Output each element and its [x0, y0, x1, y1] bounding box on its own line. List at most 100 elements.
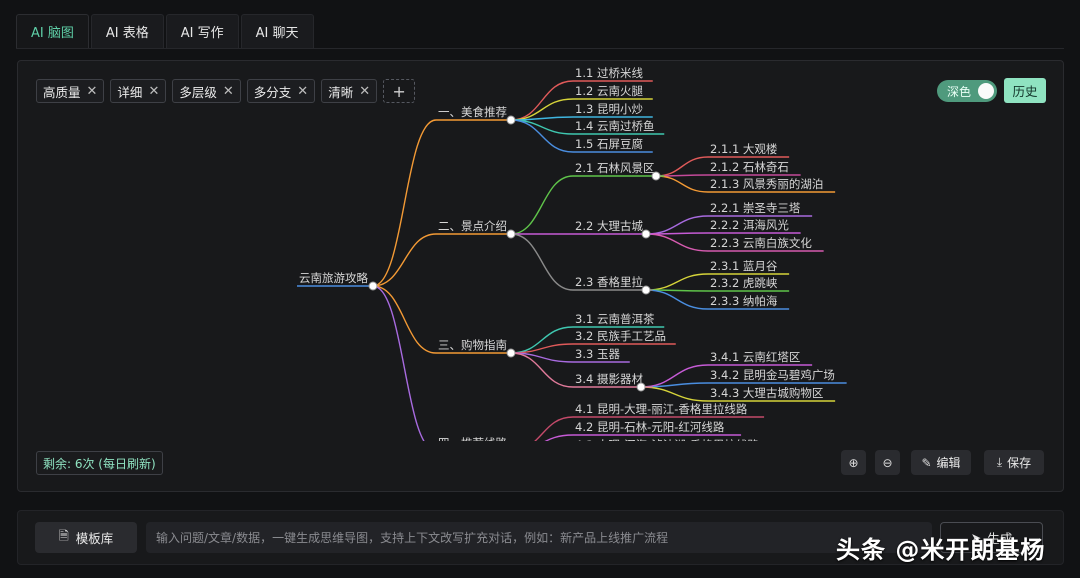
mindmap-node-dot [506, 115, 516, 125]
tag-chip-label: 详细 [117, 84, 143, 100]
mindmap-link [510, 119, 574, 135]
mindmap-link [510, 175, 574, 235]
close-icon[interactable]: ✕ [222, 83, 234, 99]
mindmap-leaf: 2.2.2 洱海风光 [710, 218, 789, 232]
mindmap-link [510, 352, 574, 388]
tag-chip: 多层级 ✕ [172, 79, 241, 103]
tag-chip: 多分支✕ [246, 79, 316, 103]
mindmap-subtopic: 2.3 香格里拉 [575, 275, 643, 289]
mindmap-subtopic: 1.2 云南火腿 [575, 84, 643, 98]
mindmap-link [645, 215, 709, 235]
mindmap-root: 云南旅游攻略 [299, 271, 368, 285]
mindmap-node-dot [506, 348, 516, 358]
tab-ai-writing[interactable]: AI 写作 [165, 14, 239, 48]
send-icon: ➤ [970, 530, 982, 545]
history-button[interactable]: 历史 [1004, 78, 1046, 103]
mindmap-link [510, 233, 574, 291]
mindmap-subtopic: 1.3 昆明小炒 [575, 102, 643, 116]
mindmap-node-dot [506, 229, 516, 239]
edit-label: 编辑 [936, 456, 961, 470]
generate-button[interactable]: ➤ 生成 [940, 522, 1043, 553]
mindmap-leaf: 3.4.2 昆明金马碧鸡广场 [710, 368, 835, 382]
mindmap-branch: 四、推荐线路 [438, 436, 507, 441]
mindmap-subtopic: 3.4 摄影器材 [575, 372, 643, 386]
mindmap-branch: 一、美食推荐 [438, 105, 507, 119]
tab-bar: AI 脑图 AI 表格 AI 写作 AI 聊天 [16, 14, 314, 48]
document-icon: 🗎 [58, 528, 69, 543]
close-icon[interactable]: ✕ [359, 83, 371, 99]
tag-chip-label: 高质量 [43, 84, 81, 100]
mindmap-link [645, 289, 709, 310]
tab-ai-mindmap[interactable]: AI 脑图 [16, 14, 89, 48]
close-icon[interactable]: ✕ [86, 83, 98, 99]
mindmap-node-dot [641, 285, 651, 295]
tag-chip-list: 高质量 ✕ 详细 ✕ 多层级 ✕ 多分支✕ 清晰 ✕ + [36, 79, 416, 103]
mindmap-subtopic: 3.2 民族手工艺品 [575, 329, 666, 343]
pencil-icon: ✎ [921, 455, 932, 470]
mindmap-canvas: 云南旅游攻略 一、美食推荐 1.1 过桥米线 1.2 云南火腿 1.3 昆明小炒 1.4 … [297, 66, 847, 441]
mindmap-nodes: 云南旅游攻略 一、美食推荐 1.1 过桥米线 1.2 云南火腿 1.3 昆明小炒 1.4 … [297, 66, 847, 441]
mindmap-leaf: 2.2.1 崇圣寺三塔 [710, 201, 801, 215]
mindmap-link [645, 233, 709, 252]
mindmap-subtopic: 1.1 过桥米线 [575, 66, 643, 80]
mindmap-leaf: 2.1.3 风景秀丽的湖泊 [710, 177, 823, 191]
mindmap-subtopic: 1.4 云南过桥鱼 [575, 119, 654, 133]
mindmap-leaf: 2.1.1 大观楼 [710, 142, 778, 156]
mindmap-link [372, 119, 437, 287]
tag-chip: 清晰 ✕ [321, 79, 378, 103]
mindmap-leaf: 3.4.3 大理古城购物区 [710, 386, 823, 400]
tag-chip: 高质量 ✕ [36, 79, 105, 103]
save-label: 保存 [1007, 456, 1032, 470]
mindmap-leaf: 2.3.1 蓝月谷 [710, 259, 778, 273]
mindmap-panel: 高质量 ✕ 详细 ✕ 多层级 ✕ 多分支✕ 清晰 ✕ + 深色 历史 云南旅游攻略 一、美… [17, 60, 1064, 492]
zoom-in-button[interactable]: ⊕ [841, 450, 866, 475]
prompt-bar: 🗎 模板库 ➤ 生成 [17, 510, 1064, 565]
mindmap-link [655, 175, 709, 193]
add-tag-button[interactable]: + [383, 79, 416, 103]
mindmap-subtopic: 1.5 石屏豆腐 [575, 137, 643, 151]
remaining-quota: 剩余: 6次 (每日刷新) [36, 451, 163, 475]
zoom-out-icon: ⊖ [882, 455, 893, 470]
dark-mode-label: 深色 [947, 84, 972, 99]
save-button[interactable]: ⤓ 保存 [984, 450, 1044, 475]
download-icon: ⤓ [996, 455, 1003, 469]
mindmap-links [372, 80, 709, 441]
close-icon[interactable]: ✕ [297, 83, 309, 99]
mindmap-subtopic: 3.1 云南普洱茶 [575, 312, 655, 326]
mindmap-subtopic: 4.1 昆明-大理-丽江-香格里拉线路 [575, 402, 748, 416]
mindmap-node-dot [368, 281, 378, 291]
mindmap-leaf: 2.1.2 石林奇石 [710, 160, 789, 174]
mindmap-leaf: 2.3.3 纳帕海 [710, 294, 778, 308]
mindmap-link [544, 434, 574, 441]
mindmap-link [510, 80, 574, 121]
mindmap-link [372, 285, 425, 441]
zoom-out-button[interactable]: ⊖ [875, 450, 900, 475]
tag-chip-label: 清晰 [328, 84, 354, 100]
mindmap-leaf: 2.3.2 虎跳峡 [710, 276, 778, 290]
edit-button[interactable]: ✎ 编辑 [911, 450, 971, 475]
mindmap-branch: 三、购物指南 [438, 338, 507, 352]
mindmap-link [372, 233, 437, 287]
mindmap-subtopic: 4.3 大理-洱海-泸沽湖-香格里拉线路 [575, 438, 759, 441]
mindmap-link [640, 386, 709, 402]
prompt-input[interactable] [146, 522, 932, 553]
template-library-label: 模板库 [75, 531, 114, 546]
mindmap-subtopic: 3.3 玉器 [575, 347, 620, 361]
mindmap-link [534, 416, 574, 441]
tab-ai-table[interactable]: AI 表格 [90, 14, 164, 48]
tag-chip: 详细 ✕ [110, 79, 167, 103]
mindmap-leaf: 2.2.3 云南白族文化 [710, 236, 812, 250]
close-icon[interactable]: ✕ [148, 83, 160, 99]
tab-ai-chat[interactable]: AI 聊天 [240, 14, 314, 48]
tabs-divider [16, 48, 1064, 49]
generate-label: 生成 [987, 531, 1013, 546]
mindmap-link [655, 156, 709, 177]
tag-chip-label: 多层级 [179, 84, 217, 100]
dark-mode-toggle[interactable]: 深色 [937, 80, 997, 102]
template-library-button[interactable]: 🗎 模板库 [35, 522, 137, 553]
mindmap-leaf: 3.4.1 云南红塔区 [710, 350, 800, 364]
toggle-knob [978, 83, 994, 99]
mindmap-node-dot [636, 382, 646, 392]
zoom-in-icon: ⊕ [848, 455, 859, 470]
mindmap-node-dot [651, 171, 661, 181]
